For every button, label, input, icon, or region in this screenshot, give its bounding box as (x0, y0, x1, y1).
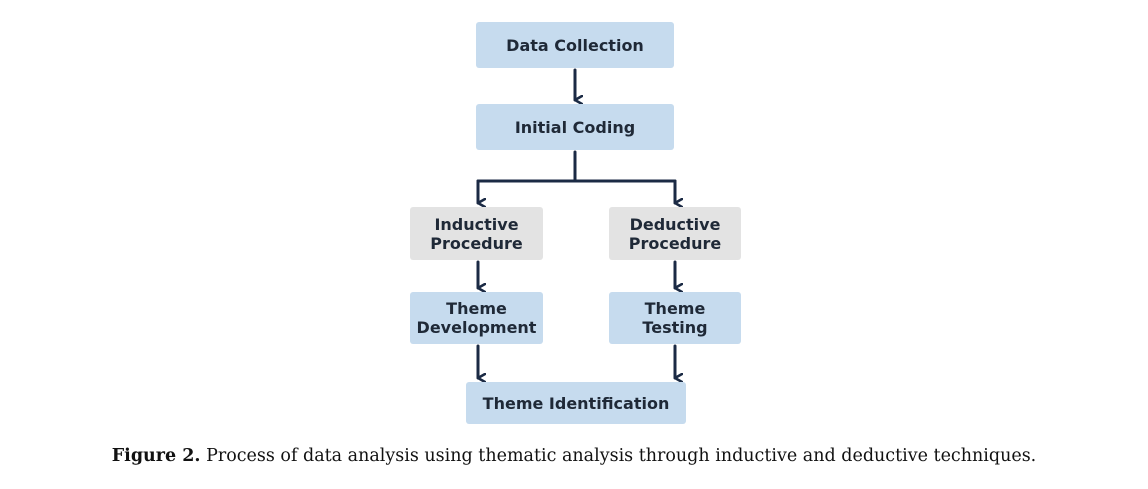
connector-lines (476, 68, 1148, 440)
figure-caption-text: Process of data analysis using thematic … (200, 446, 1037, 466)
arrow-coding-split (476, 150, 677, 183)
node-theme-testing: Theme Testing (609, 292, 741, 344)
node-initial-coding: Initial Coding (476, 104, 674, 150)
node-deductive-procedure: Deductive Procedure (609, 207, 741, 260)
flow-diagram: Data Collection Initial Coding Inductive… (410, 22, 1148, 440)
node-inductive-procedure: Inductive Procedure (410, 207, 543, 260)
figure-caption-label: Figure 2. (111, 446, 201, 466)
node-theme-development: Theme Development (410, 292, 543, 344)
node-data-collection: Data Collection (476, 22, 674, 68)
node-theme-identification: Theme Identification (466, 382, 686, 424)
figure-caption: Figure 2. Process of data analysis using… (0, 446, 1148, 466)
